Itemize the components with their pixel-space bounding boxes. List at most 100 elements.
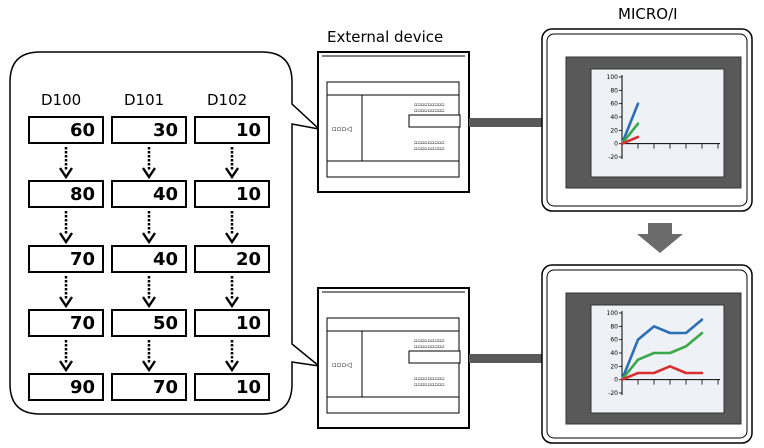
flow-dot [230, 288, 234, 291]
flow-dot [147, 348, 151, 351]
y-tick-label: -20 [608, 390, 618, 397]
flow-dot [64, 155, 68, 158]
cell-d101-row3: 40 [111, 245, 187, 273]
y-tick-label: 40 [610, 350, 618, 357]
svg-text:▫▫▫▫▫▫▫▫▫: ▫▫▫▫▫▫▫▫▫ [414, 382, 445, 388]
flow-arrowhead [225, 296, 239, 309]
flow-dot [230, 356, 234, 359]
column-header-d100: D100 [41, 91, 82, 109]
flow-dot [147, 167, 151, 170]
y-tick-label: 60 [610, 101, 618, 108]
flow-dot [147, 284, 151, 287]
flow-dot [64, 276, 68, 279]
flow-dot [147, 352, 151, 355]
flow-dot [147, 215, 151, 218]
svg-text:▫▫▫▫▫▫▫▫▫: ▫▫▫▫▫▫▫▫▫ [414, 140, 445, 146]
flow-dot [230, 223, 234, 226]
flow-dot [64, 352, 68, 355]
series-line [620, 318, 704, 381]
flow-dot [147, 211, 151, 214]
flow-dot [64, 219, 68, 222]
cell-d100-row1: 60 [28, 116, 104, 144]
flow-arrowhead [59, 232, 73, 245]
column-header-d102: D102 [207, 91, 248, 109]
flow-dot [147, 360, 151, 363]
cell-d101-row5: 70 [111, 373, 187, 401]
cable-top [469, 118, 542, 127]
series-line [620, 102, 640, 145]
flow-arrowhead [142, 360, 156, 373]
flow-dot [64, 159, 68, 162]
flow-dot [230, 167, 234, 170]
flow-arrowhead [142, 296, 156, 309]
flow-dot [64, 163, 68, 166]
flow-dot [147, 296, 151, 299]
micro-i-unit-top [541, 28, 753, 212]
flow-dot [147, 356, 151, 359]
flow-dot [64, 147, 68, 150]
flow-dot [147, 280, 151, 283]
micro-i-label: MICRO/I [618, 5, 678, 23]
flow-dot [147, 276, 151, 279]
flow-dot [230, 211, 234, 214]
cell-d100-row4: 70 [28, 309, 104, 337]
flow-dot [64, 284, 68, 287]
svg-text:▫▫▫◁: ▫▫▫◁ [332, 125, 352, 133]
y-tick-label: 20 [610, 127, 618, 134]
cell-d102-row5: 10 [194, 373, 270, 401]
flow-dot [64, 151, 68, 154]
flow-dot [147, 340, 151, 343]
flow-dot [147, 147, 151, 150]
flow-arrows [59, 147, 239, 373]
flow-arrowhead [225, 360, 239, 373]
flow-dot [230, 219, 234, 222]
flow-arrowhead [59, 360, 73, 373]
cell-d100-row2: 80 [28, 180, 104, 208]
y-tick-label: 20 [610, 363, 618, 370]
svg-text:▫▫▫▫▫▫▫▫▫: ▫▫▫▫▫▫▫▫▫ [414, 102, 445, 108]
flow-dot [230, 348, 234, 351]
svg-text:▫▫▫◁: ▫▫▫◁ [332, 361, 352, 369]
cell-d101-row2: 40 [111, 180, 187, 208]
flow-arrowhead [225, 167, 239, 180]
flow-dot [230, 215, 234, 218]
micro-i-unit-bottom [541, 264, 753, 444]
flow-dot [230, 340, 234, 343]
flow-dot [64, 356, 68, 359]
flow-dot [230, 360, 234, 363]
flow-dot [64, 167, 68, 170]
external-device-label: External device [327, 28, 444, 46]
cell-d100-row5: 90 [28, 373, 104, 401]
transition-arrow [637, 223, 683, 253]
svg-text:▫▫▫▫▫▫▫▫▫: ▫▫▫▫▫▫▫▫▫ [414, 108, 445, 114]
y-tick-label: 0 [614, 141, 618, 148]
flow-dot [64, 360, 68, 363]
flow-dot [147, 288, 151, 291]
flow-dot [230, 276, 234, 279]
flow-dot [147, 155, 151, 158]
y-tick-label: -20 [608, 154, 618, 161]
flow-dot [64, 211, 68, 214]
flow-arrowhead [142, 167, 156, 180]
flow-dot [64, 288, 68, 291]
cell-d101-row4: 50 [111, 309, 187, 337]
cell-d102-row1: 10 [194, 116, 270, 144]
flow-dot [230, 292, 234, 295]
flow-dot [64, 223, 68, 226]
flow-dot [230, 296, 234, 299]
flow-dot [230, 284, 234, 287]
cell-d102-row3: 20 [194, 245, 270, 273]
flow-dot [230, 155, 234, 158]
flow-dot [64, 348, 68, 351]
y-tick-label: 100 [607, 74, 619, 81]
svg-text:▫▫▫▫▫▫▫▫▫: ▫▫▫▫▫▫▫▫▫ [414, 376, 445, 382]
cell-d102-row2: 10 [194, 180, 270, 208]
flow-dot [147, 151, 151, 154]
y-tick-label: 80 [610, 323, 618, 330]
flow-arrowhead [59, 296, 73, 309]
flow-dot [64, 280, 68, 283]
flow-dot [147, 344, 151, 347]
external-device-top: ▫▫▫◁ ▫▫▫▫▫▫▫▫▫ ▫▫▫▫▫▫▫▫▫ ▫▫▫▫▫▫▫▫▫ ▫▫▫▫▫… [317, 51, 470, 193]
flow-dot [230, 159, 234, 162]
flow-arrowhead [142, 232, 156, 245]
